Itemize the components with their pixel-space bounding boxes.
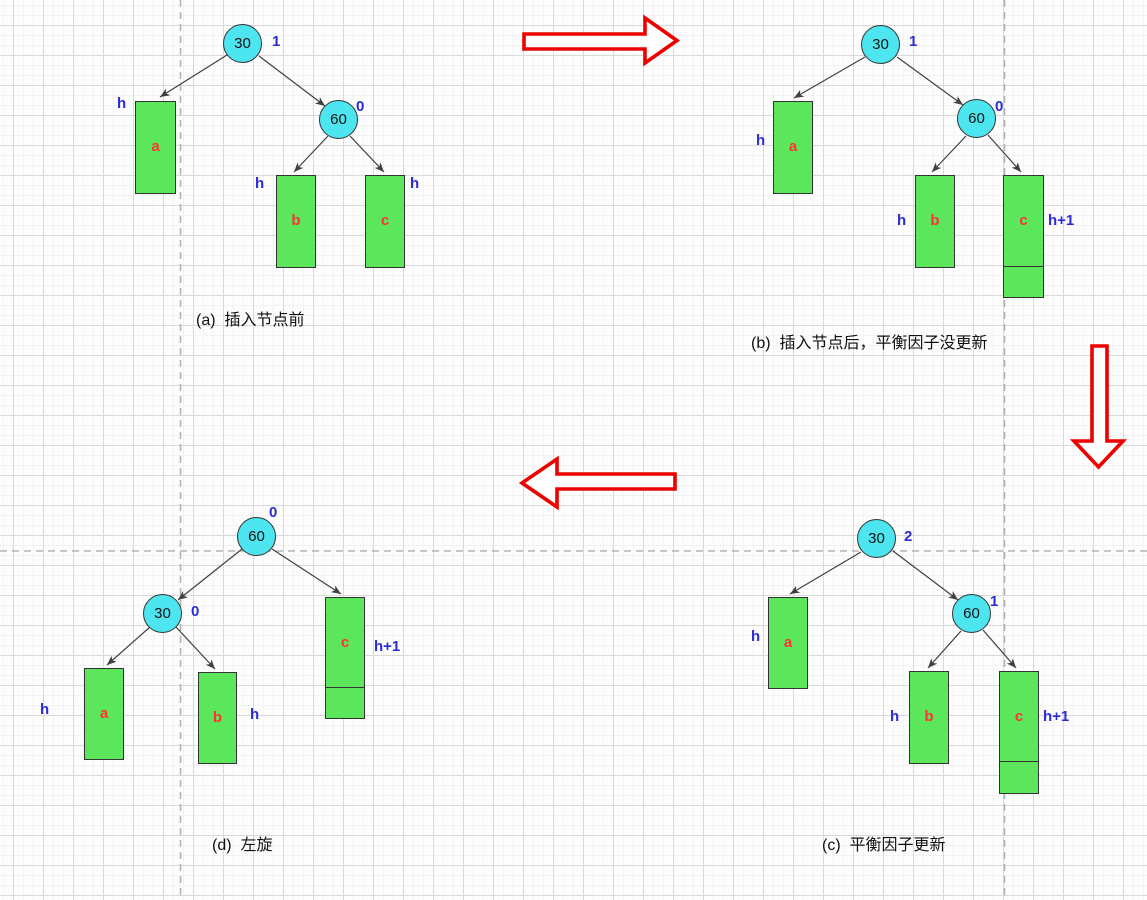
panel-b-subtree-c-height: h+1 (1048, 212, 1075, 229)
panel-c-subtree-b-height: h (890, 708, 900, 725)
panel-b-node-30-balance-factor: 1 (909, 33, 918, 50)
panel-a-node-30-balance-factor: 1 (272, 33, 281, 50)
panel-a-subtree-c: c (365, 175, 405, 268)
panel-c-subtree-a-height: h (751, 628, 761, 645)
panel-c-node-30-balance-factor: 2 (904, 528, 913, 545)
panel-a-node-30: 30 (223, 24, 262, 63)
panel-b-subtree-a-height: h (756, 132, 766, 149)
panel-d-edges (106, 548, 342, 670)
arrow-left-icon (518, 455, 677, 511)
subtree-label: c (340, 634, 350, 651)
panel-c-subtree-c-height: h+1 (1043, 708, 1070, 725)
panel-b-edges (793, 56, 1022, 173)
subtree-label: b (924, 708, 934, 725)
panel-d-subtree-a-height: h (40, 701, 50, 718)
panel-c-node-60-balance-factor: 1 (990, 593, 999, 610)
arrow-right-icon (522, 14, 681, 67)
panel-c-caption: (c) 平衡因子更新 (822, 837, 946, 854)
subtree-label: a (151, 138, 160, 155)
panel-b-node-60: 60 (957, 99, 996, 138)
panel-d-subtree-b: b (198, 672, 237, 764)
panel-a-subtree-c-height: h (410, 175, 420, 192)
panel-a-node-60-balance-factor: 0 (356, 98, 365, 115)
panel-c-node-60: 60 (952, 594, 991, 633)
subtree-label: b (212, 709, 223, 726)
panel-d-caption: (d) 左旋 (212, 837, 273, 854)
subtree-label: c (1019, 212, 1028, 229)
panel-a-subtree-a: a (135, 101, 176, 194)
panel-d-node-60: 60 (237, 517, 276, 556)
panel-a-node-60: 60 (319, 100, 358, 139)
panel-a-subtree-b-height: h (255, 175, 265, 192)
panel-a-caption: (a) 插入节点前 (196, 312, 305, 329)
panel-c-node-30: 30 (857, 519, 896, 558)
panel-a-subtree-a-height: h (117, 95, 127, 112)
subtree-extension-divider (1003, 266, 1044, 267)
panel-d-subtree-a: a (84, 668, 124, 760)
panel-c-edges (789, 550, 1017, 669)
panel-c-subtree-c: c (999, 671, 1039, 794)
panel-a-edges (159, 54, 385, 173)
subtree-label: a (783, 634, 793, 651)
subtree-label: b (291, 212, 301, 229)
panel-d-node-30-balance-factor: 0 (191, 603, 200, 620)
panel-c-subtree-a: a (768, 597, 808, 689)
panel-b-node-60-balance-factor: 0 (995, 98, 1004, 115)
panel-d-node-30: 30 (143, 594, 182, 633)
panel-b-subtree-b: b (915, 175, 955, 268)
panel-b-node-30: 30 (861, 25, 900, 64)
panel-b-caption: (b) 插入节点后，平衡因子没更新 (751, 335, 988, 352)
panel-b-subtree-b-height: h (897, 212, 907, 229)
panel-b-subtree-a: a (773, 101, 813, 194)
panel-b-subtree-c: c (1003, 175, 1044, 298)
flow-arrows (518, 14, 1128, 511)
panel-d-node-60-balance-factor: 0 (269, 504, 278, 521)
arrow-down-icon (1069, 344, 1128, 470)
subtree-label: c (1014, 708, 1024, 725)
subtree-extension-divider (999, 761, 1039, 762)
subtree-label: b (930, 212, 940, 229)
subtree-extension-divider (325, 687, 365, 688)
panel-a-subtree-b: b (276, 175, 316, 268)
panel-d-subtree-c: c (325, 597, 365, 719)
subtree-label: a (99, 705, 109, 722)
panel-c-subtree-b: b (909, 671, 949, 764)
panel-d-subtree-c-height: h+1 (374, 638, 401, 655)
panel-d-subtree-b-height: h (250, 706, 260, 723)
subtree-label: a (788, 138, 798, 155)
subtree-label: c (380, 212, 390, 229)
